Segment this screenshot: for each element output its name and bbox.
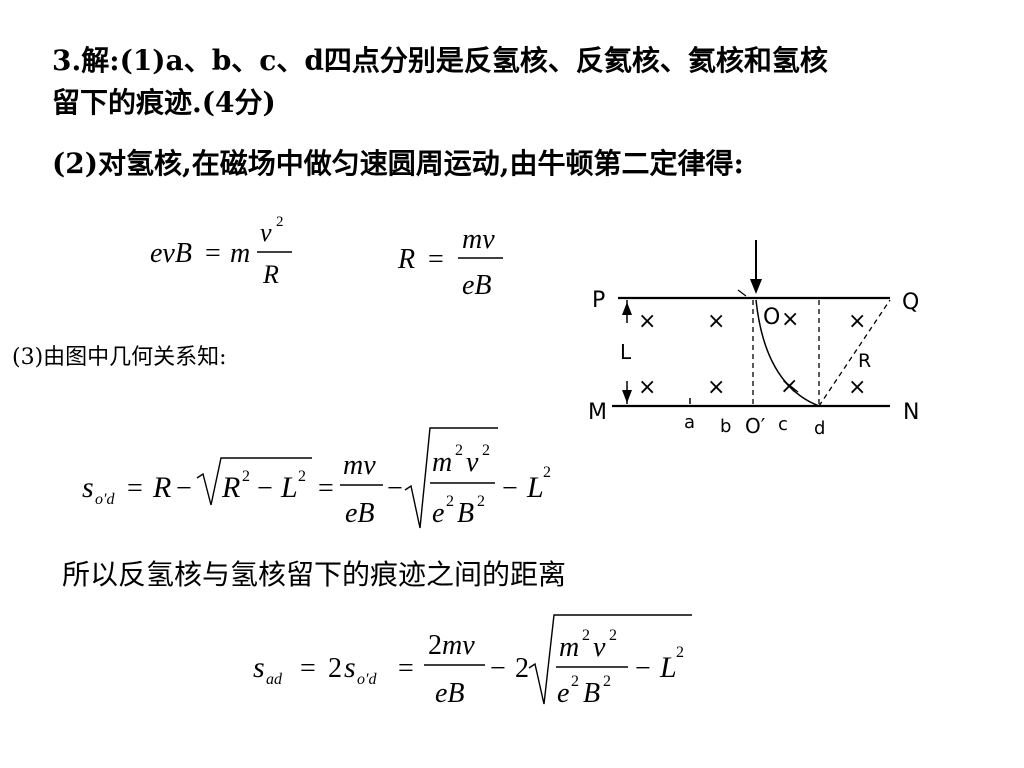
svg-text:e: e xyxy=(432,498,444,529)
svg-text:−: − xyxy=(387,473,403,504)
svg-text:−: − xyxy=(502,473,518,504)
svg-text:s: s xyxy=(82,471,94,504)
svg-text:o′d: o′d xyxy=(95,491,116,508)
solution-part-2: (2)对氢核,在磁场中做匀速圆周运动,由牛顿第二定律得: xyxy=(52,147,744,180)
svg-text:eB: eB xyxy=(462,270,492,301)
label-L: L xyxy=(620,340,632,364)
svg-text:R: R xyxy=(397,244,415,275)
svg-text:2: 2 xyxy=(609,627,617,644)
point-d: d xyxy=(814,418,825,439)
svg-text:L: L xyxy=(659,651,677,684)
svg-text:=: = xyxy=(127,473,143,504)
svg-text:2: 2 xyxy=(676,644,684,661)
label-M: M xyxy=(588,400,607,425)
label-O: O xyxy=(763,305,780,330)
equation-s-ad: s ad = 2 s o′d = 2 mv eB − 2 m 2 v 2 e 2… xyxy=(253,614,692,709)
solution-part-1: 3.解:(1)a、b、c、d四点分别是反氢核、反氦核、氦核和氢核留下的痕迹.(4… xyxy=(52,44,828,119)
svg-text:2: 2 xyxy=(428,630,442,661)
svg-text:2: 2 xyxy=(328,653,342,684)
svg-text:2: 2 xyxy=(455,442,463,459)
svg-text:mv: mv xyxy=(442,630,475,661)
svg-text:2: 2 xyxy=(482,442,490,459)
field-cross: × xyxy=(638,309,656,334)
svg-text:2: 2 xyxy=(446,493,454,510)
svg-text:m: m xyxy=(432,447,452,478)
point-b: b xyxy=(720,416,731,437)
svg-text:eB: eB xyxy=(345,498,375,529)
field-cross: × xyxy=(780,374,798,399)
svg-text:2: 2 xyxy=(582,627,590,644)
magnetic-field-diagram xyxy=(612,240,891,408)
point-c: c xyxy=(778,414,788,435)
field-cross: × xyxy=(707,309,725,334)
svg-text:m: m xyxy=(559,632,579,663)
svg-text:=: = xyxy=(300,653,316,684)
svg-text:=: = xyxy=(205,238,221,269)
svg-text:s: s xyxy=(253,651,265,684)
svg-text:L: L xyxy=(280,471,298,504)
svg-text:R: R xyxy=(221,471,240,504)
distance-statement: 所以反氢核与氢核留下的痕迹之间的距离 xyxy=(62,558,567,591)
point-a: a xyxy=(684,412,695,433)
svg-text:mv: mv xyxy=(343,450,376,481)
field-cross: × xyxy=(707,375,725,400)
label-R: R xyxy=(858,350,871,372)
svg-text:eB: eB xyxy=(435,678,465,709)
equation-s-od: s o′d = R − R 2 − L 2 = mv eB − m 2 v 2 … xyxy=(82,427,551,529)
label-Q: Q xyxy=(902,290,919,315)
label-P: P xyxy=(592,288,605,313)
svg-text:2: 2 xyxy=(477,493,485,510)
svg-text:m: m xyxy=(230,238,250,269)
svg-text:=: = xyxy=(428,244,444,275)
point-O-prime: O′ xyxy=(745,414,766,438)
svg-text:evB: evB xyxy=(150,238,192,269)
equation-force: evB = m v 2 R xyxy=(150,214,292,289)
svg-text:v: v xyxy=(593,632,606,663)
svg-text:2: 2 xyxy=(515,653,529,684)
field-cross: × xyxy=(638,375,656,400)
svg-text:v: v xyxy=(466,447,479,478)
equation-radius: R = mv eB xyxy=(397,224,503,301)
svg-text:2: 2 xyxy=(298,468,306,485)
svg-text:2: 2 xyxy=(571,673,579,690)
svg-text:=: = xyxy=(398,653,414,684)
svg-text:v: v xyxy=(260,218,272,247)
solution-part-3-intro: (3)由图中几何关系知: xyxy=(12,345,227,370)
svg-text:−: − xyxy=(490,653,506,684)
svg-text:B: B xyxy=(583,678,600,709)
svg-text:s: s xyxy=(344,651,356,684)
field-cross: × xyxy=(848,309,866,334)
svg-text:R: R xyxy=(262,260,279,289)
svg-text:R: R xyxy=(152,471,171,504)
field-cross: × xyxy=(781,307,799,332)
svg-text:−: − xyxy=(257,473,273,504)
svg-text:2: 2 xyxy=(603,673,611,690)
svg-text:=: = xyxy=(318,473,334,504)
svg-text:−: − xyxy=(635,653,651,684)
svg-text:B: B xyxy=(457,498,474,529)
svg-text:−: − xyxy=(176,473,192,504)
svg-text:mv: mv xyxy=(462,224,495,255)
label-N: N xyxy=(903,400,919,425)
svg-text:e: e xyxy=(557,678,569,709)
field-cross: × xyxy=(848,375,866,400)
svg-text:o′d: o′d xyxy=(357,671,378,688)
svg-text:2: 2 xyxy=(543,464,551,481)
svg-text:L: L xyxy=(526,471,544,504)
svg-text:2: 2 xyxy=(276,214,284,230)
svg-text:2: 2 xyxy=(242,468,250,485)
svg-text:ad: ad xyxy=(266,671,283,688)
